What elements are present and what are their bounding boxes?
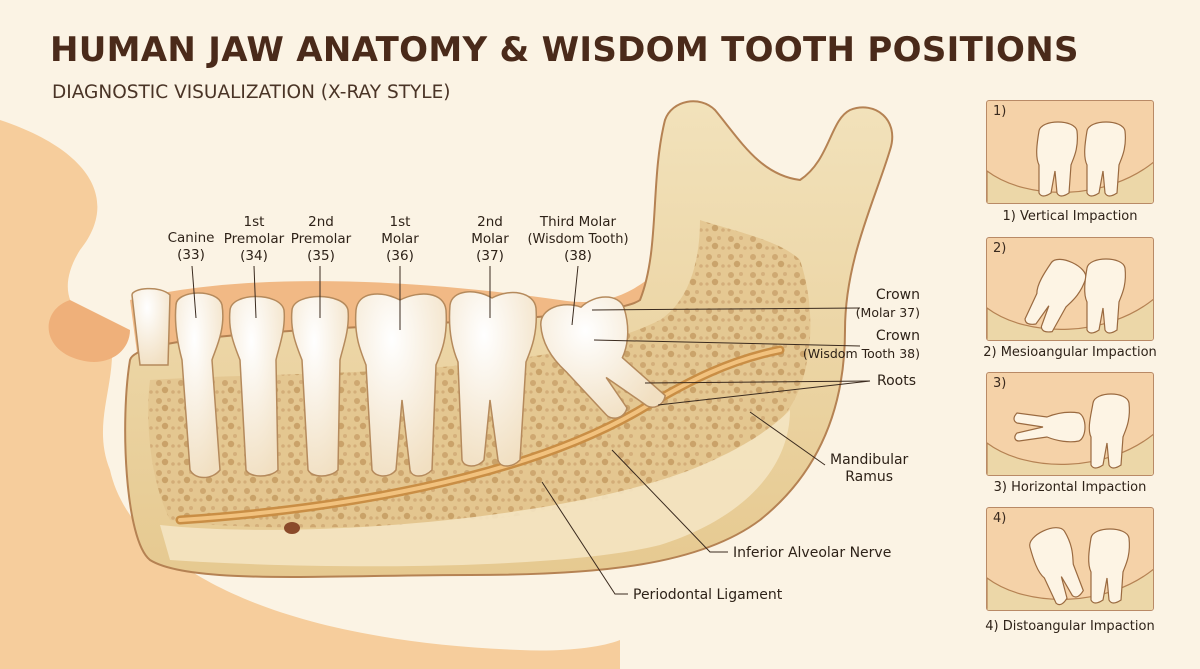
distoangular-impaction-illustration bbox=[987, 527, 1153, 610]
tooth-label-38: Third Molar (Wisdom Tooth) (38) bbox=[527, 214, 629, 264]
tooth-label-34: 1st Premolar (34) bbox=[223, 214, 285, 264]
panel-number: 3) bbox=[993, 376, 1007, 391]
tooth-38 bbox=[540, 296, 667, 419]
callout-crown-molar: Crown (Molar 37) bbox=[855, 287, 920, 320]
tooth-label-33: Canine (33) bbox=[167, 230, 215, 263]
tooth-33 bbox=[174, 292, 224, 479]
impaction-caption-distoangular: 4) Distoangular Impaction bbox=[985, 619, 1155, 634]
impaction-caption-mesioangular: 2) Mesioangular Impaction bbox=[983, 345, 1157, 360]
panel-number: 1) bbox=[993, 104, 1007, 119]
cortical-band bbox=[160, 410, 790, 567]
callout-crown-wisdom: Crown (Wisdom Tooth 38) bbox=[802, 328, 920, 361]
impaction-caption-vertical: 1) Vertical Impaction bbox=[1002, 209, 1138, 224]
callout-nerve: Inferior Alveolar Nerve bbox=[733, 545, 892, 561]
callout-ramus: Mandibular Ramus bbox=[830, 452, 909, 485]
mental-foramen bbox=[284, 522, 300, 534]
impaction-caption-horizontal: 3) Horizontal Impaction bbox=[993, 480, 1147, 495]
vertical-impaction-illustration bbox=[987, 121, 1153, 203]
impaction-panel-vertical: 1) bbox=[986, 100, 1154, 204]
face-soft-tissue bbox=[0, 120, 620, 669]
panel-number: 4) bbox=[993, 511, 1007, 526]
tooth-label-35: 2nd Premolar (35) bbox=[290, 214, 352, 264]
teeth-group bbox=[131, 287, 667, 479]
callout-roots: Roots bbox=[877, 373, 917, 389]
impaction-panel-horizontal: 3) bbox=[986, 372, 1154, 476]
lip bbox=[48, 300, 130, 362]
tooth-34 bbox=[228, 295, 286, 477]
incisor bbox=[131, 287, 171, 366]
mesioangular-impaction-illustration bbox=[987, 258, 1153, 340]
impaction-panel-mesioangular: 2) bbox=[986, 237, 1154, 341]
panel-number: 2) bbox=[993, 241, 1007, 256]
page-subtitle: DIAGNOSTIC VISUALIZATION (X-RAY STYLE) bbox=[52, 82, 451, 103]
callout-ligament: Periodontal Ligament bbox=[633, 587, 783, 603]
page-title: HUMAN JAW ANATOMY & WISDOM TOOTH POSITIO… bbox=[50, 30, 1079, 70]
tooth-37 bbox=[448, 291, 538, 467]
tooth-35 bbox=[290, 295, 350, 477]
tooth-label-37: 2nd Molar (37) bbox=[471, 214, 509, 264]
horizontal-impaction-illustration bbox=[987, 393, 1153, 475]
leader-lines bbox=[191, 265, 871, 595]
nerve-line bbox=[178, 348, 782, 522]
tooth-label-36: 1st Molar (36) bbox=[381, 214, 419, 264]
impaction-panel-distoangular: 4) bbox=[986, 507, 1154, 611]
